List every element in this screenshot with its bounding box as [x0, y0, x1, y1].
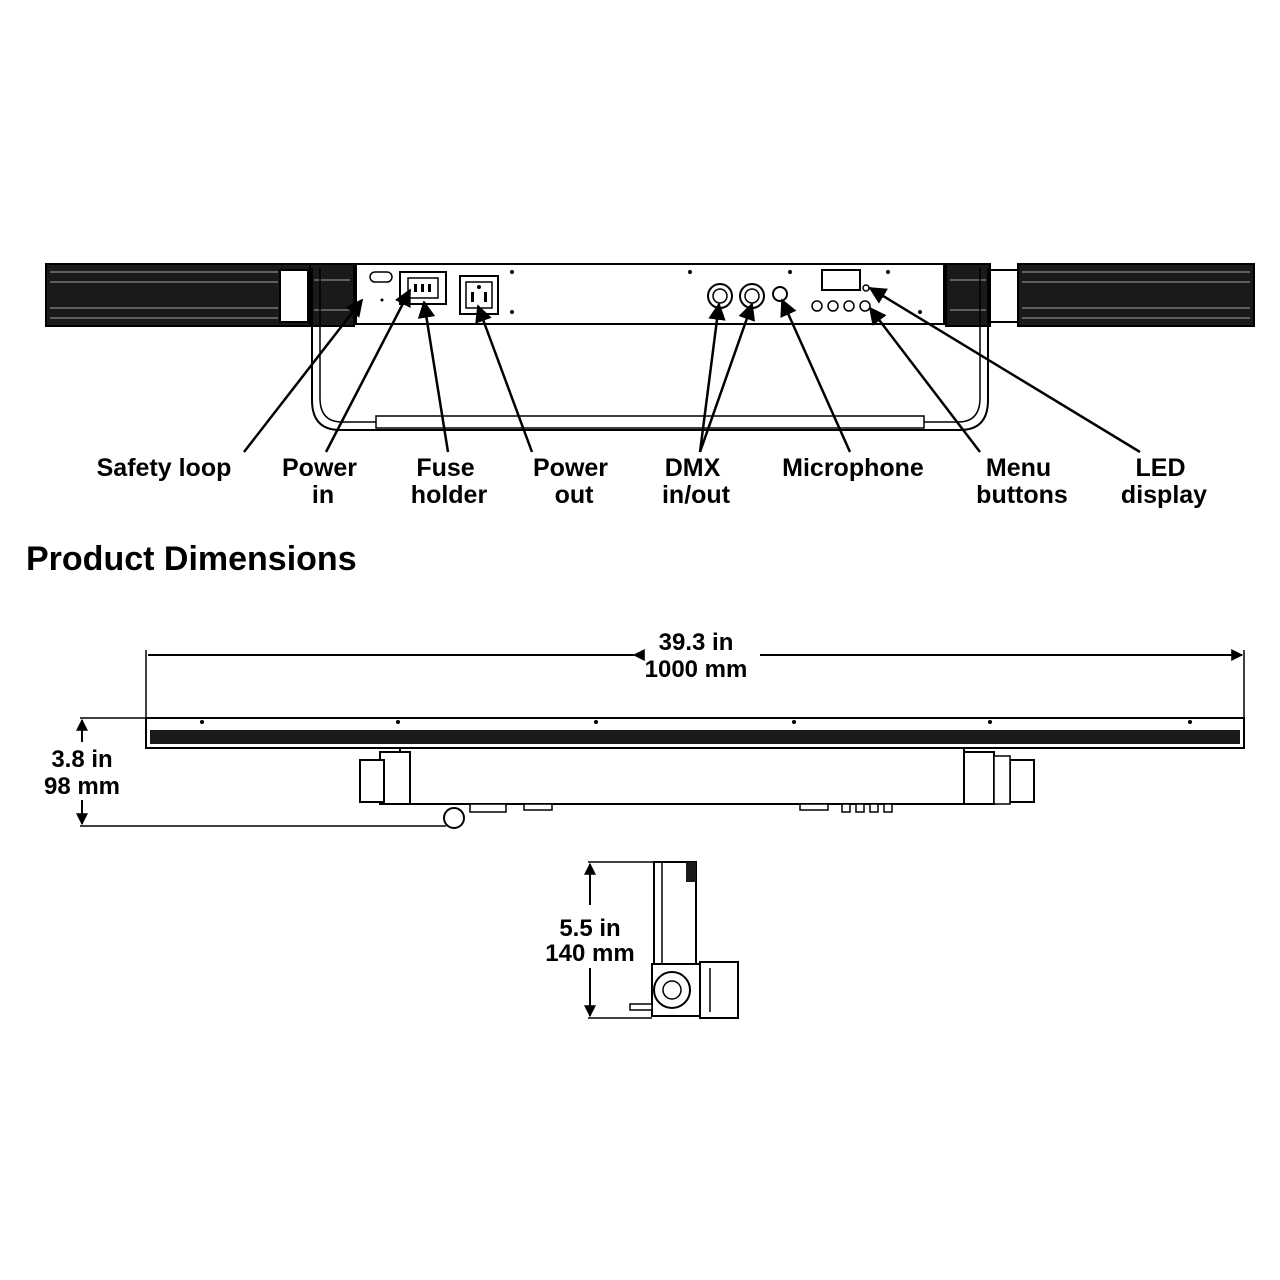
length-metric: 1000 mm: [645, 656, 748, 683]
led-display-window: [821, 269, 861, 291]
length-dimension: 39.3 in 1000 mm: [145, 629, 1245, 720]
depth-imperial: 5.5 in: [559, 915, 620, 942]
length-imperial: 39.3 in: [659, 629, 734, 656]
menu-button-row: [811, 300, 871, 312]
depth-metric: 140 mm: [545, 940, 634, 967]
microphone-port: [772, 286, 788, 302]
label-power-in: Power in: [282, 454, 364, 509]
left-light-bar: [45, 263, 355, 327]
mounting-bracket: [311, 268, 989, 431]
label-microphone: Microphone: [782, 454, 924, 482]
label-power-out: Power out: [533, 454, 615, 509]
label-led-display: LED display: [1121, 454, 1207, 509]
callout-labels: Safety loop Power in Fuse holder Power o…: [97, 454, 1208, 509]
safety-loop-hole: [369, 271, 393, 283]
dmx-in-connector: [707, 283, 733, 309]
side-view: [145, 717, 1245, 829]
depth-dimension: 5.5 in 140 mm: [545, 861, 654, 1019]
height-imperial: 3.8 in: [51, 746, 112, 773]
right-light-bar: [945, 263, 1255, 327]
label-dmx-in-out: DMX in/out: [662, 454, 731, 509]
label-safety-loop: Safety loop: [97, 454, 232, 482]
power-in-socket: [399, 271, 447, 305]
label-menu-buttons: Menu buttons: [976, 454, 1068, 509]
callout-arrows: [243, 286, 1141, 454]
dimensions-heading: Product Dimensions: [26, 540, 357, 578]
label-fuse-holder: Fuse holder: [411, 454, 488, 509]
height-metric: 98 mm: [44, 773, 120, 800]
height-dimension: 3.8 in 98 mm: [44, 717, 446, 827]
rear-panel-view: [45, 263, 1255, 431]
end-view: [629, 861, 739, 1019]
